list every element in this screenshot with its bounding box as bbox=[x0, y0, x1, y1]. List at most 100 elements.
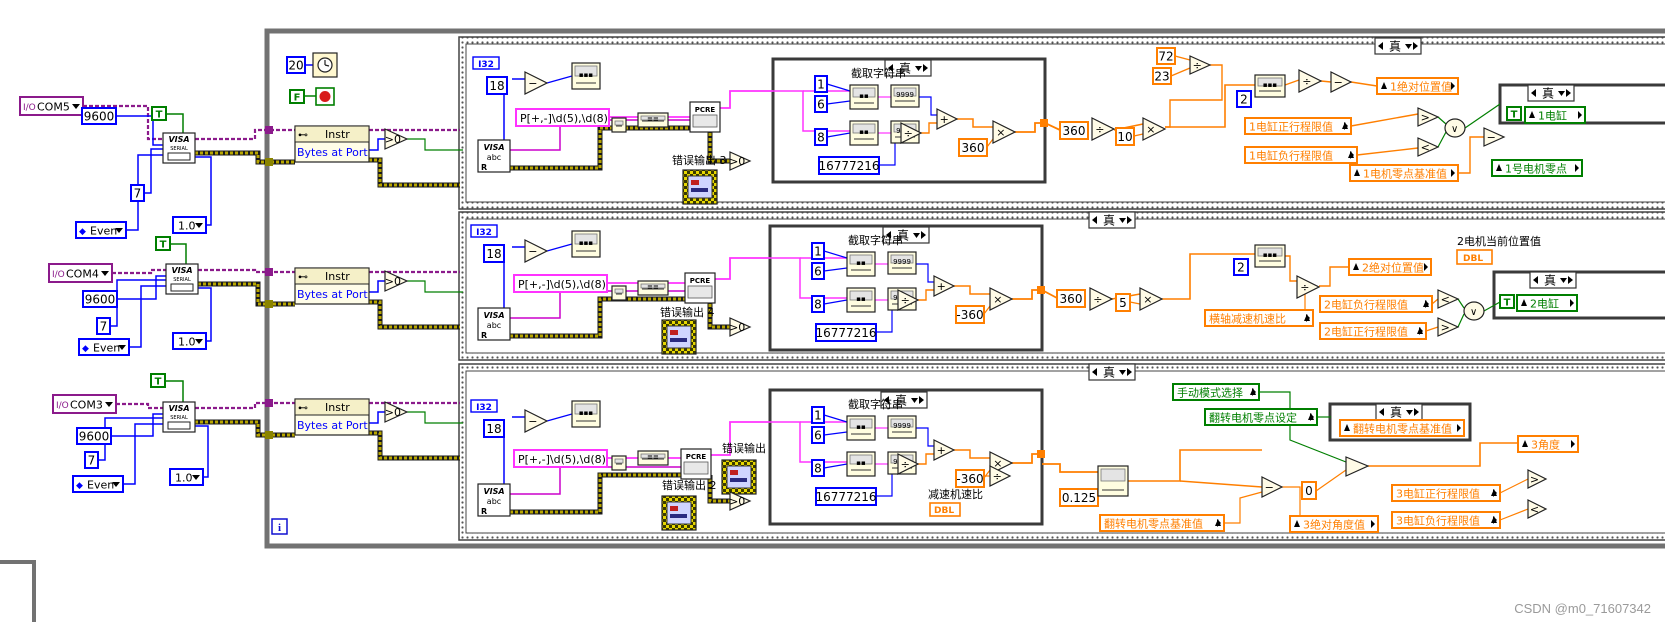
pcre-match-regex-2[interactable]: PCRE bbox=[684, 272, 716, 304]
baud-rate-constant-2[interactable]: 9600 bbox=[82, 290, 118, 308]
divisor-constant-2[interactable]: 360 bbox=[1056, 289, 1086, 308]
status-check-1[interactable]: >0 bbox=[729, 151, 752, 171]
add-2[interactable]: + bbox=[933, 275, 956, 297]
compare-lt-1[interactable]: < bbox=[1417, 137, 1440, 157]
subtract-1[interactable]: − bbox=[524, 71, 549, 95]
subtract-zero-1[interactable]: − bbox=[1483, 127, 1506, 147]
zero-constant-3[interactable]: 0 bbox=[1301, 481, 1317, 500]
error-out-indicator-2[interactable] bbox=[661, 319, 697, 355]
hex-string-to-number-a-3[interactable]: 9999 bbox=[887, 415, 917, 439]
gear-num-constant-1[interactable]: 72 bbox=[1156, 47, 1176, 65]
divide-1c[interactable]: ÷ bbox=[1298, 69, 1323, 93]
array-index-2[interactable]: ▪▪▪ bbox=[1254, 244, 1286, 268]
bytes-to-read-constant-1[interactable]: 18 bbox=[486, 76, 508, 95]
or-gate-2[interactable] bbox=[1463, 301, 1485, 321]
case-selector-row-2[interactable]: 真 bbox=[1088, 211, 1136, 229]
scale-constant-1[interactable]: 16777216 bbox=[818, 156, 880, 175]
var-abs-position-2[interactable]: 2绝对位置值 bbox=[1348, 258, 1432, 276]
regex-constant-1[interactable]: P[+,-]\d(5),\d(8) bbox=[515, 108, 610, 127]
divisor-constant-1[interactable]: 360 bbox=[1059, 121, 1089, 140]
multiply-2b[interactable]: × bbox=[1139, 287, 1164, 311]
var-speed-ratio-2[interactable]: 横轴减速机速比 bbox=[1204, 309, 1314, 327]
var-manual-mode-3[interactable]: 手动模式选择 bbox=[1172, 383, 1260, 401]
select-2[interactable]: ▪▪▪ bbox=[571, 230, 601, 258]
loop-stop-terminal[interactable] bbox=[315, 87, 335, 106]
hex-string-to-number-a-1[interactable]: 9999 bbox=[890, 84, 920, 108]
pcre-match-regex-3[interactable]: PCRE bbox=[680, 448, 712, 480]
bytes-to-read-constant-3[interactable]: 18 bbox=[483, 419, 505, 438]
bytes-to-read-constant-2[interactable]: 18 bbox=[483, 244, 505, 263]
data-bits-constant-3[interactable]: 7 bbox=[84, 451, 99, 469]
select-1[interactable]: ▪▪▪ bbox=[571, 62, 601, 90]
string-subset-a-3[interactable]: ▪▪ bbox=[846, 415, 876, 441]
subtract-2[interactable]: − bbox=[524, 239, 549, 263]
pcre-match-regex-1[interactable]: PCRE bbox=[689, 101, 721, 133]
multiply-degrees-1[interactable]: × bbox=[992, 120, 1017, 144]
case-selector-zero-set[interactable]: 真 bbox=[1375, 403, 1423, 421]
divide-ratio-3[interactable]: ÷ bbox=[989, 465, 1012, 487]
degrees-constant-2[interactable]: -360 bbox=[955, 305, 985, 324]
case-selector-substring-3[interactable]: 真 bbox=[880, 391, 928, 409]
string-to-regex-1[interactable] bbox=[611, 117, 627, 133]
divide-scale-2[interactable]: ÷ bbox=[897, 289, 920, 311]
case-selector-substring-1[interactable]: 真 bbox=[884, 59, 932, 77]
timeout-constant-3[interactable]: 1.0 bbox=[169, 468, 204, 486]
var-flip-zero-set-3[interactable]: 翻转电机零点设定 bbox=[1204, 408, 1318, 426]
baud-rate-constant-3[interactable]: 9600 bbox=[76, 427, 112, 445]
subtract-3[interactable]: − bbox=[1261, 476, 1284, 498]
compare-gt-2[interactable]: > bbox=[1437, 317, 1460, 337]
timeout-constant-2[interactable]: 1.0 bbox=[172, 332, 207, 350]
gear-den-constant-1[interactable]: 23 bbox=[1152, 67, 1172, 85]
select-3[interactable]: ▪▪▪ bbox=[571, 400, 601, 428]
status-check-2[interactable]: >0 bbox=[729, 317, 752, 337]
string-subset-b-1[interactable]: ▪▪ bbox=[849, 120, 879, 146]
regex-constant-3[interactable]: P[+,-]\d(5),\d(8) bbox=[513, 449, 608, 468]
case-selector-substring-2[interactable]: 真 bbox=[882, 226, 930, 244]
offset-constant-a-1[interactable]: 1 bbox=[814, 75, 828, 93]
var-abs-angle-3[interactable]: 3绝对角度值 bbox=[1289, 515, 1379, 533]
string-to-regex-3[interactable] bbox=[611, 455, 627, 471]
var-neg-limit-2[interactable]: 2电缸负行程限值 bbox=[1319, 295, 1433, 313]
divide-gear-1[interactable]: ÷ bbox=[1189, 55, 1212, 75]
termination-enable-constant-1[interactable]: T bbox=[151, 106, 167, 121]
out-true-constant-1[interactable]: T bbox=[1506, 106, 1522, 121]
i32-conversion-1[interactable]: I32 bbox=[472, 56, 500, 70]
dbl-indicator-2[interactable]: DBL bbox=[1456, 249, 1493, 265]
compare-lt-3[interactable]: < bbox=[1527, 499, 1548, 519]
offset-constant-b-1[interactable]: 8 bbox=[814, 128, 828, 146]
var-pos-limit-3[interactable]: 3电缸正行程限值 bbox=[1391, 484, 1501, 502]
var-abs-position-1[interactable]: 1绝对位置值 bbox=[1376, 77, 1459, 95]
var-pos-limit-1[interactable]: 1电缸正行程限值 bbox=[1244, 117, 1352, 135]
greater-than-zero-3[interactable]: >0 bbox=[384, 401, 409, 423]
error-out-indicator-1[interactable] bbox=[682, 169, 718, 205]
subtract-1[interactable]: − bbox=[1330, 71, 1353, 93]
case-selector-out-2[interactable]: 真 bbox=[1529, 271, 1577, 289]
error-out-indicator-3a[interactable] bbox=[721, 459, 757, 495]
data-bits-constant-2[interactable]: 7 bbox=[96, 317, 111, 335]
case-selector-out-1[interactable]: 真 bbox=[1527, 84, 1575, 102]
scale-constant-2[interactable]: 16777216 bbox=[815, 323, 877, 342]
hex-string-to-number-a-2[interactable]: 9999 bbox=[887, 251, 917, 275]
i32-conversion-2[interactable]: I32 bbox=[470, 224, 498, 238]
offset-constant-b-3[interactable]: 8 bbox=[811, 459, 825, 477]
select-3[interactable] bbox=[1345, 456, 1370, 477]
divide-1a[interactable]: ÷ bbox=[1091, 117, 1116, 141]
offset-constant-a-3[interactable]: 1 bbox=[811, 406, 825, 424]
multiply-1b[interactable]: × bbox=[1142, 117, 1167, 141]
case-selector-row-1[interactable]: 真 bbox=[1374, 37, 1422, 55]
string-subset-b-3[interactable]: ▪▪ bbox=[846, 451, 876, 477]
or-gate-1[interactable] bbox=[1444, 118, 1466, 138]
var-neg-limit-1[interactable]: 1电缸负行程限值 bbox=[1244, 146, 1358, 164]
timeout-constant-1[interactable]: 1.0 bbox=[172, 216, 207, 234]
multiplier-constant-2[interactable]: 5 bbox=[1115, 293, 1131, 312]
divide-2c[interactable]: ÷ bbox=[1296, 275, 1321, 299]
compare-gt-1[interactable]: > bbox=[1417, 107, 1440, 127]
greater-than-zero-2[interactable]: >0 bbox=[384, 270, 409, 292]
